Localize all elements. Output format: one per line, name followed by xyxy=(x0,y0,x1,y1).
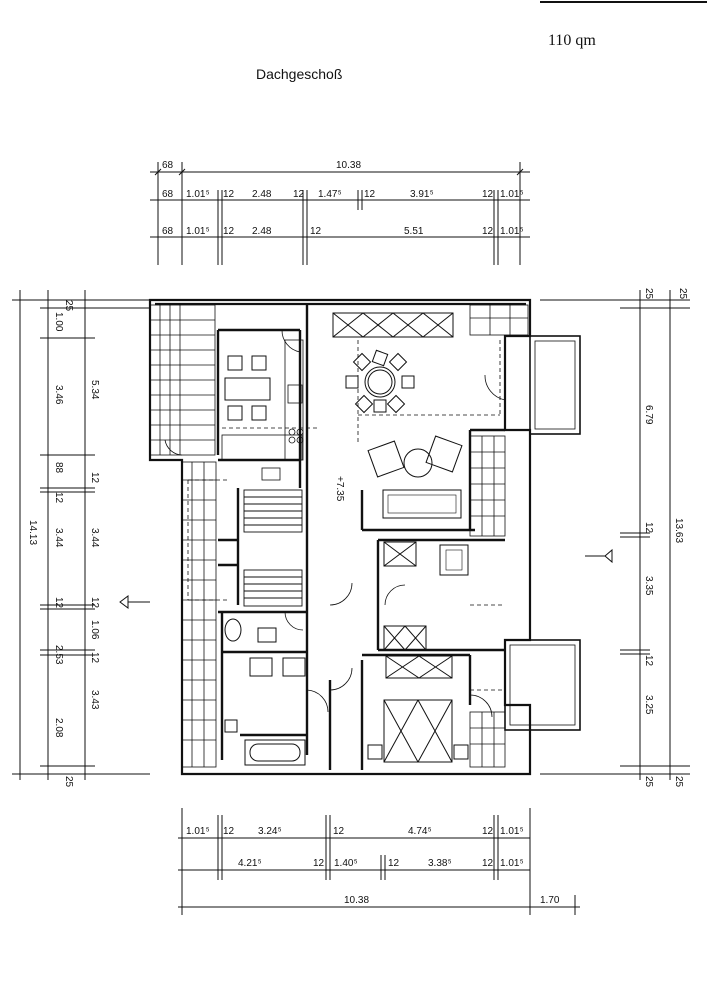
dim-bot3-balcony: 1.70 xyxy=(540,895,560,906)
dim-top3-0: 68 xyxy=(162,226,174,237)
dim-top3-4: 12 xyxy=(310,226,322,237)
dim-left-25-top: 25 xyxy=(63,300,74,312)
dim-top3-7: 1.01⁵ xyxy=(500,226,524,237)
dim-bot1-1: 12 xyxy=(223,826,235,837)
dim-left-second-4: 1.06 xyxy=(89,620,100,640)
dim-top3-5: 5.51 xyxy=(404,226,424,237)
dim-top2-8: 12 xyxy=(482,189,494,200)
dim-top2-1: 1.01⁵ xyxy=(186,189,210,200)
bed xyxy=(367,699,469,763)
dim-top2-3: 2.48 xyxy=(252,189,272,200)
dim-top-68-a: 68 xyxy=(162,160,174,171)
dim-right-inner-0: 25 xyxy=(677,288,688,300)
dim-bot2-2: 1.40⁵ xyxy=(334,858,358,869)
dim-bot2-1: 12 xyxy=(313,858,325,869)
balconies xyxy=(504,335,581,731)
level-label: +7.35 xyxy=(334,476,345,502)
dim-bot1-2: 3.24⁵ xyxy=(258,826,282,837)
dim-top2-6: 12 xyxy=(364,189,376,200)
living-seating xyxy=(367,435,463,519)
dim-top2-5: 1.47⁵ xyxy=(318,189,342,200)
dim-left-inner-0: 1.00 xyxy=(53,312,64,332)
stairs xyxy=(243,489,303,607)
dim-left-second-5: 12 xyxy=(89,652,100,664)
dim-left-inner-7: 2.08 xyxy=(53,718,64,738)
dim-left-inner-2: 88 xyxy=(53,462,64,474)
dim-left-total: 14.13 xyxy=(27,520,38,545)
dim-right-25-top: 25 xyxy=(643,288,654,300)
dim-top2-4: 12 xyxy=(293,189,305,200)
dim-bot2-4: 3.38⁵ xyxy=(428,858,452,869)
level-arrows xyxy=(119,548,613,609)
dim-bot1-5: 12 xyxy=(482,826,494,837)
dashed-lines xyxy=(187,340,505,691)
dim-right-inner-3: 3.35 xyxy=(643,576,654,596)
dim-bot3-total: 10.38 xyxy=(344,895,369,906)
dim-right-inner-2: 12 xyxy=(643,522,654,534)
top-dimension-lines xyxy=(150,162,530,265)
dining-table xyxy=(345,349,415,414)
dim-right-inner-4: 12 xyxy=(643,655,654,667)
dim-bot2-3: 12 xyxy=(388,858,400,869)
bottom-dimension-lines xyxy=(178,808,580,915)
dim-top3-2: 12 xyxy=(223,226,235,237)
dim-left-inner-1: 3.46 xyxy=(53,385,64,405)
kitchen-table xyxy=(224,355,271,421)
dim-top2-2: 12 xyxy=(223,189,235,200)
dim-bot1-6: 1.01⁵ xyxy=(500,826,524,837)
dim-left-second-1: 12 xyxy=(89,472,100,484)
floor-title: Dachgeschoß xyxy=(256,66,343,82)
area-label: 110 qm xyxy=(548,32,596,49)
dim-left-25-bot: 25 xyxy=(63,776,74,788)
dim-bot1-0: 1.01⁵ xyxy=(186,826,210,837)
roof-slope-left xyxy=(149,304,217,768)
dim-bot1-4: 4.74⁵ xyxy=(408,826,432,837)
interior-walls xyxy=(216,305,505,770)
dim-top2-0: 68 xyxy=(162,189,174,200)
dim-top2-7: 3.91⁵ xyxy=(410,189,434,200)
left-dimension-lines xyxy=(12,290,150,780)
roof-slope-right xyxy=(469,304,529,768)
dim-right-inner-6: 25 xyxy=(643,776,654,788)
dim-top-total: 10.38 xyxy=(336,160,361,171)
dim-left-second-6: 3.43 xyxy=(89,690,100,710)
dim-bot1-3: 12 xyxy=(333,826,345,837)
study-desk xyxy=(439,544,469,576)
dim-right-total: 13.63 xyxy=(673,518,684,543)
dim-bot2-5: 12 xyxy=(482,858,494,869)
dim-left-second-3: 12 xyxy=(89,597,100,609)
bathroom-fixtures xyxy=(224,618,306,766)
dim-left-inner-5: 12 xyxy=(53,597,64,609)
wall-cabinets xyxy=(332,312,454,679)
dim-left-second-2: 3.44 xyxy=(89,528,100,548)
dim-top3-3: 2.48 xyxy=(252,226,272,237)
dim-bot2-6: 1.01⁵ xyxy=(500,858,524,869)
dim-right-inner-1: 6.79 xyxy=(643,405,654,425)
dim-left-inner-3: 12 xyxy=(53,492,64,504)
dim-top3-6: 12 xyxy=(482,226,494,237)
dim-bot2-0: 4.21⁵ xyxy=(238,858,262,869)
kitchen-counters xyxy=(221,339,304,481)
dim-top2-9: 1.01⁵ xyxy=(500,189,524,200)
doors xyxy=(164,329,506,718)
dim-right-25-bot: 25 xyxy=(673,776,684,788)
dim-top3-1: 1.01⁵ xyxy=(186,226,210,237)
dim-left-second-0: 5.34 xyxy=(89,380,100,400)
outer-walls xyxy=(148,298,532,776)
dim-right-inner-5: 3.25 xyxy=(643,695,654,715)
right-dimension-lines xyxy=(540,290,690,780)
dim-left-inner-4: 3.44 xyxy=(53,528,64,548)
dim-left-inner-6: 2.53 xyxy=(53,645,64,665)
